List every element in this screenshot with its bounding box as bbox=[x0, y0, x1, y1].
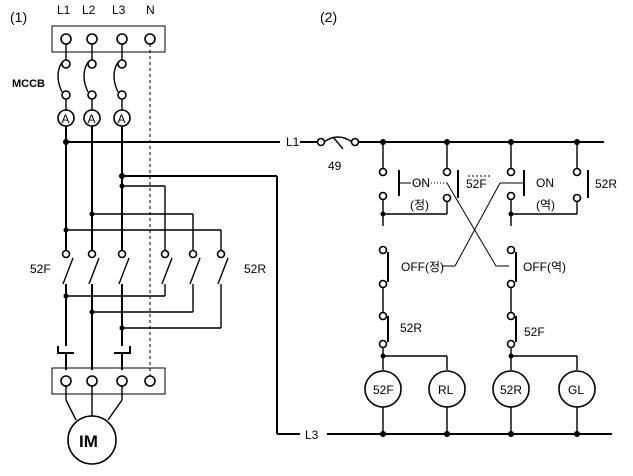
control-L3-bus bbox=[327, 431, 612, 437]
off-reverse-label: OFF(역) bbox=[523, 260, 566, 274]
on-forward-label: ON bbox=[412, 176, 430, 190]
contactor-52F-label: 52F bbox=[30, 262, 51, 276]
lamp-GL bbox=[558, 370, 596, 434]
on-reverse-pushbutton bbox=[506, 142, 525, 226]
interlock-52F bbox=[506, 311, 578, 370]
coil-52F bbox=[364, 370, 402, 434]
ammeter-1-label: A bbox=[62, 112, 70, 126]
ammeters: A A A bbox=[57, 99, 131, 127]
mechanical-interlock-links bbox=[410, 175, 524, 267]
reverse-feeds bbox=[63, 183, 222, 252]
off-forward-label: OFF(정) bbox=[401, 260, 444, 274]
output-connections bbox=[63, 293, 221, 331]
seal-in-52F bbox=[380, 142, 459, 217]
phase-L2-label: L2 bbox=[82, 3, 96, 17]
power-phase-lines bbox=[65, 126, 123, 252]
seal-in-52F-label: 52F bbox=[466, 177, 487, 191]
on-forward-pushbutton bbox=[378, 142, 410, 226]
fuse-49-label: 49 bbox=[328, 159, 342, 173]
seal-in-52R-label: 52R bbox=[595, 177, 617, 191]
interlock-52F-label: 52F bbox=[524, 325, 545, 339]
neutral-N-label: N bbox=[146, 3, 155, 17]
on-reverse-label: ON bbox=[536, 176, 554, 190]
lamp-RL-label: RL bbox=[438, 383, 454, 397]
induction-motor: IM bbox=[65, 386, 123, 465]
phase-L1-label: L1 bbox=[57, 3, 71, 17]
coil-52R bbox=[492, 370, 530, 434]
mccb-label: MCCB bbox=[12, 78, 45, 90]
lamp-GL-label: GL bbox=[568, 383, 584, 397]
lamp-RL bbox=[428, 370, 466, 434]
thermal-overload-relay bbox=[57, 346, 131, 370]
control-L1-bus bbox=[300, 136, 604, 150]
phase-L3-label: L3 bbox=[112, 3, 126, 17]
main-contactors bbox=[61, 249, 229, 346]
reverse-label: (역) bbox=[536, 198, 555, 212]
ammeter-2-label: A bbox=[88, 112, 96, 126]
figure-2-label: (2) bbox=[320, 9, 337, 25]
bottom-terminal-block bbox=[51, 367, 166, 395]
interlock-52R bbox=[378, 311, 448, 370]
coil-52R-label: 52R bbox=[500, 383, 522, 397]
forward-label: (정) bbox=[410, 198, 429, 212]
motor-label: IM bbox=[79, 432, 98, 451]
seal-in-52R bbox=[508, 142, 589, 217]
control-L3-label: L3 bbox=[305, 428, 319, 442]
figure-1-label: (1) bbox=[10, 9, 27, 25]
control-L1-label: L1 bbox=[286, 135, 300, 149]
top-terminal-block bbox=[51, 25, 166, 53]
contactor-52R-label: 52R bbox=[244, 262, 266, 276]
mccb-breaker bbox=[57, 44, 127, 100]
off-reverse-pushbutton bbox=[506, 245, 517, 312]
interlock-52R-label: 52R bbox=[400, 321, 422, 335]
ammeter-3-label: A bbox=[118, 112, 126, 126]
off-forward-pushbutton bbox=[378, 245, 389, 312]
coil-52F-label: 52F bbox=[373, 383, 394, 397]
